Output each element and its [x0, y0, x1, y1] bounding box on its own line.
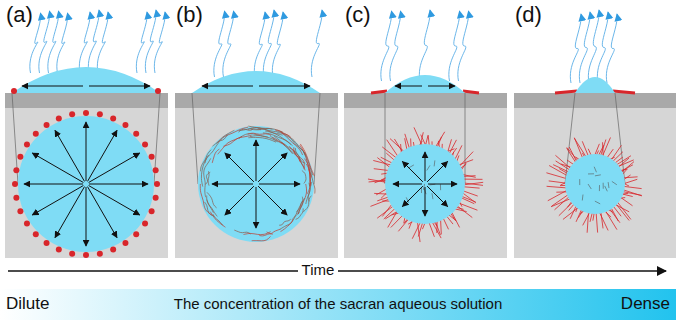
panel-b [175, 10, 338, 258]
panel-c [344, 10, 507, 258]
panel-a [5, 10, 168, 258]
bar-label: The concentration of the sacran aqueous … [174, 296, 503, 313]
bar-label: Dilute [6, 295, 49, 314]
panel-label: (b) [176, 3, 203, 27]
panel-d [514, 10, 676, 258]
axis-label: Time [298, 262, 339, 279]
panel-label: (d) [515, 3, 542, 27]
concentration-bar [0, 289, 676, 320]
panel-label: (a) [6, 3, 33, 27]
bar-label: Dense [621, 295, 670, 314]
panel-label: (c) [345, 3, 371, 27]
